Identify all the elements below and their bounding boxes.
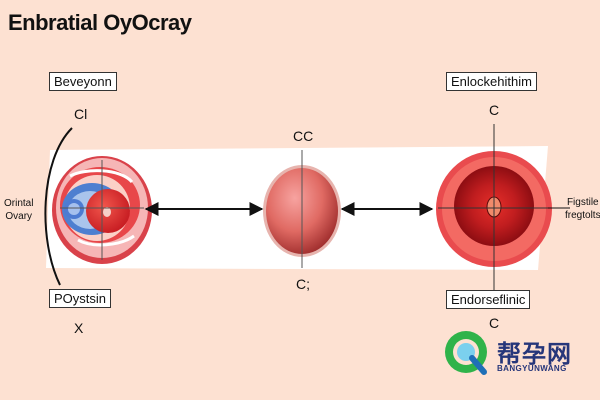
middle-follicle-structure xyxy=(263,150,341,268)
right-follicle-structure xyxy=(436,124,566,290)
left-side-line-1: Orintal xyxy=(4,198,34,209)
label-center-bottom: C; xyxy=(296,276,310,292)
right-side-line-1: Figstile xyxy=(566,197,599,208)
label-left-side: Orintal Ovary xyxy=(4,197,33,223)
label-bottom-left: POystsin xyxy=(49,289,112,308)
label-bottom-left-letter: X xyxy=(74,320,84,336)
left-ovary-structure xyxy=(52,156,152,264)
label-top-left: Beveyonn xyxy=(49,72,117,91)
label-bottom-right: Endorseflinic xyxy=(446,290,531,309)
watermark-logo xyxy=(445,331,487,375)
left-side-line-2: Ovary xyxy=(5,211,33,222)
label-top-right-letter: C xyxy=(489,102,500,118)
watermark-latin-text: BANGYUNWANG xyxy=(497,364,567,373)
left-bracket xyxy=(44,127,73,286)
watermark-chinese-text: 帮孕网 xyxy=(497,341,572,368)
right-side-line-2: fregtolts xyxy=(565,210,600,221)
label-center-top: CC xyxy=(293,128,314,144)
label-bottom-right-letter: C xyxy=(489,315,500,331)
diagram-title: Enbratial OyOcray xyxy=(8,10,192,35)
label-top-right: Enlockehithim xyxy=(446,72,537,91)
label-top-left-letter: Cl xyxy=(74,106,88,122)
label-right-side: Figstile fregtolts xyxy=(565,196,600,222)
